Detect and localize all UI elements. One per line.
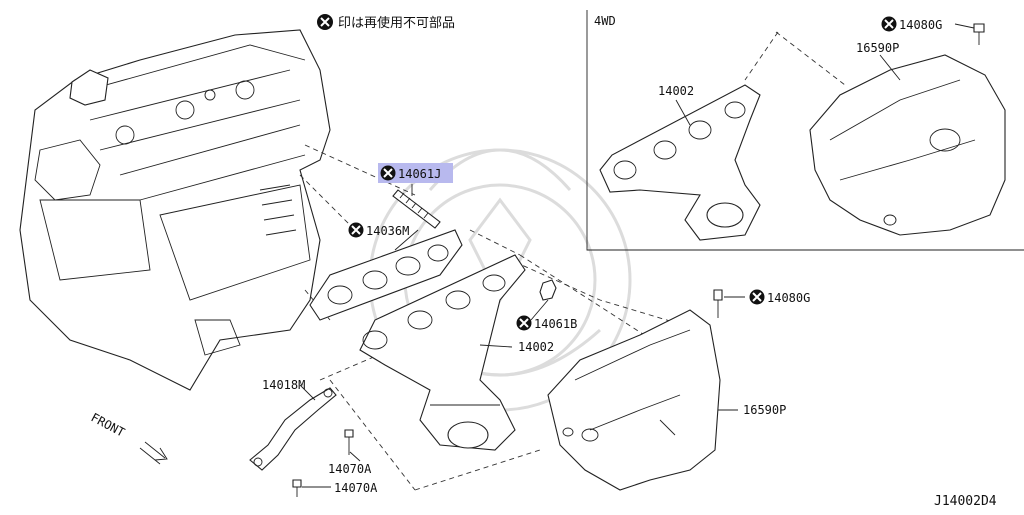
callout-16590P: 16590P (743, 403, 786, 417)
heat-insulator-16590P (547, 309, 721, 491)
x-circle-icon (881, 16, 897, 32)
engine-block (19, 29, 331, 391)
front-label: FRONT (89, 410, 127, 439)
highlight-14061J (378, 163, 453, 183)
x-circle-icon (317, 14, 333, 30)
gasket-14036M (309, 229, 463, 321)
exhaust-manifold-14002 (359, 254, 526, 451)
callout-14080G-4wd: 14080G (899, 18, 942, 32)
bolt-14080G-4wd (973, 23, 985, 45)
callout-14061J: 14061J (398, 167, 441, 181)
bolt-14070A-upper (344, 429, 354, 455)
callout-14070A-upper: 14070A (328, 462, 372, 476)
nut-14061B (539, 279, 557, 301)
front-arrow-icon (139, 441, 168, 465)
callout-14018M: 14018M (262, 378, 305, 392)
reusable-note-text: 印は再使用不可部品 (338, 15, 455, 31)
x-circle-icon (749, 289, 765, 305)
leader-lines (299, 23, 975, 488)
bracket-14018M (249, 387, 337, 471)
diagram-code: J14002D4 (934, 494, 997, 509)
bolt-14080G (713, 289, 723, 318)
callout-14036M: 14036M (366, 224, 409, 238)
bolt-14070A-lower (292, 479, 302, 497)
callout-14002-4wd: 14002 (658, 84, 694, 98)
heat-insulator-16590P-4wd (809, 54, 1006, 236)
x-circle-icon (516, 315, 532, 331)
callout-14002: 14002 (518, 340, 554, 354)
callout-16590P-4wd: 16590P (856, 41, 899, 55)
callout-14080G: 14080G (767, 291, 810, 305)
x-circle-icon (380, 165, 396, 181)
x-circle-icon (348, 222, 364, 238)
inset-panel-4wd (586, 10, 1024, 251)
exhaust-manifold-14002-4wd (599, 84, 761, 241)
callout-14070A-lower: 14070A (334, 481, 378, 495)
panel-title-4wd: 4WD (594, 14, 616, 28)
stud-bolt-14061J (392, 189, 441, 229)
callout-14061B: 14061B (534, 317, 577, 331)
